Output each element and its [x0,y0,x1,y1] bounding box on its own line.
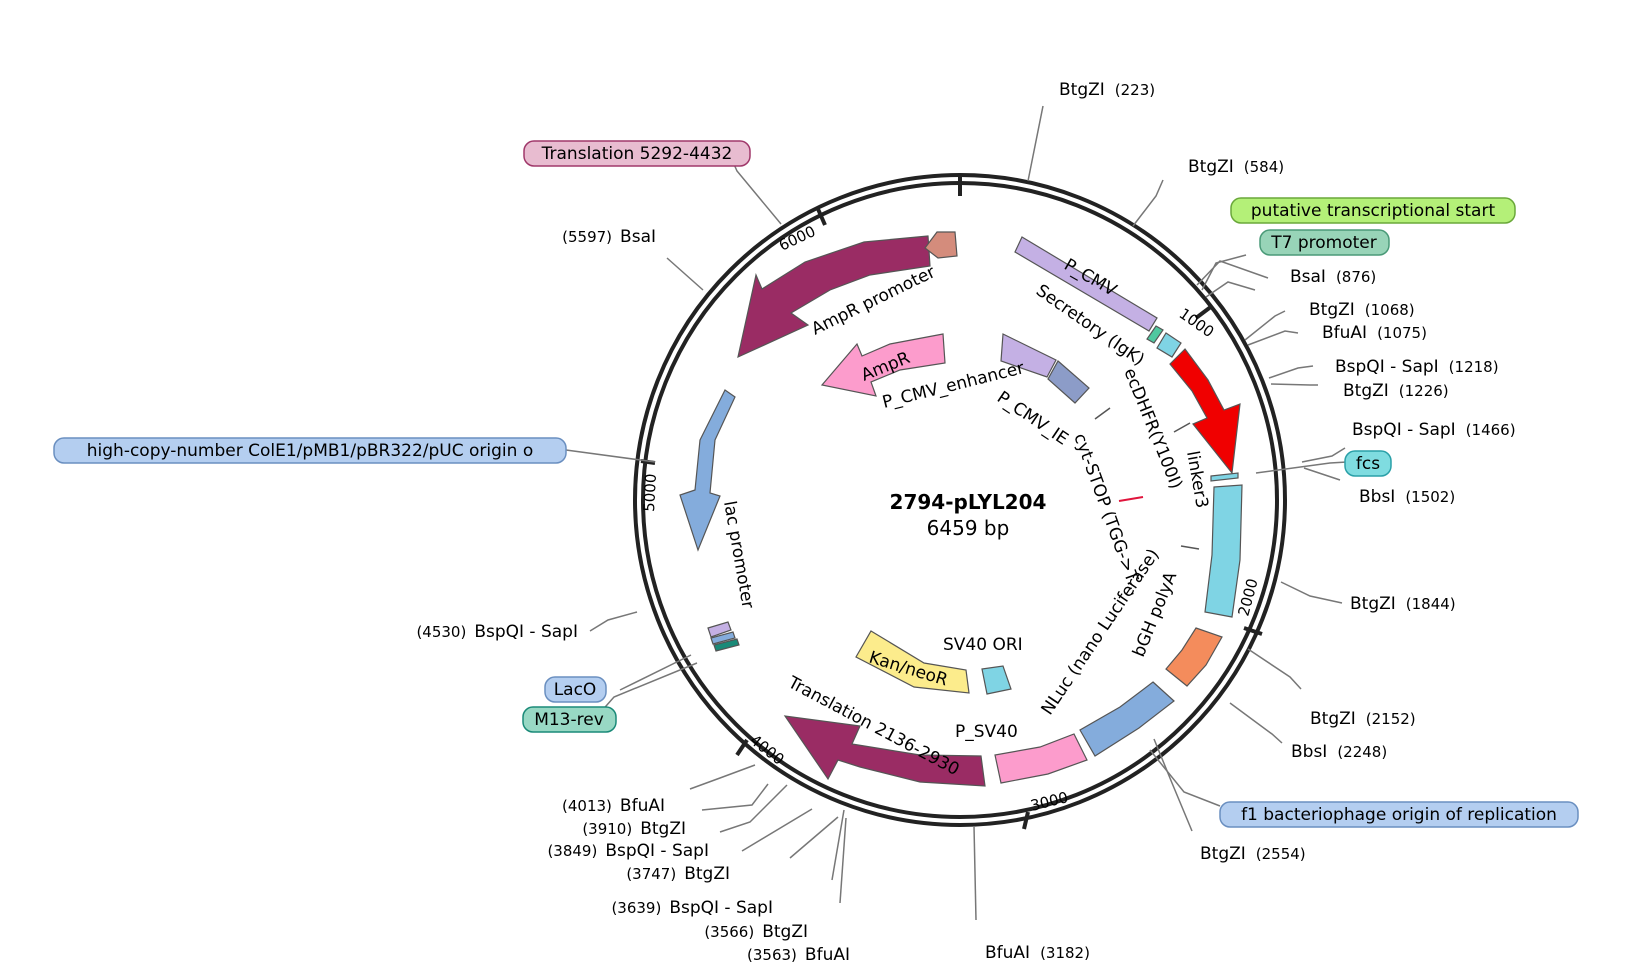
site-btgzi-1844[interactable]: BtgZI(1844) [1350,594,1456,614]
feature-laco[interactable] [707,621,732,638]
site-bspqi-1218[interactable]: BspQI - SapI(1218) [1335,357,1499,377]
site-btgzi-3910[interactable]: (3910)BtgZI [582,819,686,839]
svg-text:Translation 5292-4432: Translation 5292-4432 [541,144,733,164]
feature-ampr-signal[interactable] [924,231,958,259]
boxed-translation-5292-4432[interactable]: Translation 5292-4432 [523,140,751,167]
feature-p-cmv-enhancer[interactable] [1000,333,1057,378]
svg-text:M13-rev: M13-rev [534,710,604,730]
feature-sv40-ori[interactable] [981,665,1012,695]
site-bsai-5597[interactable]: (5597)BsaI [562,227,656,247]
site-btgzi-223[interactable]: BtgZI(223) [1059,80,1155,100]
label-lac-promoter: lac promoter [719,499,758,610]
label-sv40-ori: SV40 ORI [943,635,1023,655]
label-p-cmv-ie: P_CMV_IE [993,388,1071,450]
feature-linker3[interactable] [1204,484,1243,618]
site-bfuai-4013[interactable]: (4013)BfuAI [562,796,665,816]
inner-marker-2 [1173,422,1191,433]
feature-secretory-igk[interactable] [1146,325,1164,344]
feature-nluc[interactable] [1079,681,1175,757]
inner-marker-3 [1180,545,1200,550]
boxed-cole1-origin[interactable]: high-copy-number ColE1/pMB1/pBR322/pUC o… [53,437,567,464]
backbone-ticks [640,175,1263,830]
svg-text:putative transcriptional start: putative transcriptional start [1251,201,1496,221]
feature-p-cmv[interactable] [1014,236,1158,332]
label-linker3: linker3 [1182,449,1212,509]
boxed-labels: Translation 5292-4432 putative transcrip… [53,140,1579,828]
site-btgzi-1068[interactable]: BtgZI(1068) [1309,300,1415,320]
site-bspqi-3849[interactable]: (3849)BspQI - SapI [547,841,709,861]
svg-text:fcs: fcs [1356,454,1380,474]
feature-ampr[interactable] [820,333,946,397]
site-bspqi-1466[interactable]: BspQI - SapI(1466) [1352,420,1516,440]
boxed-laco[interactable]: LacO [544,676,607,703]
tick-label-5000: 5000 [640,473,660,512]
svg-text:T7 promoter: T7 promoter [1270,233,1377,253]
feature-p-sv40[interactable] [994,733,1088,784]
boxed-t7-promoter[interactable]: T7 promoter [1259,229,1390,256]
feature-translation-2136-2930[interactable] [783,715,986,787]
feature-cyt-stop-mark [1118,496,1144,502]
feature-p-cmv-ie[interactable] [1047,360,1090,404]
site-bfuai-3182[interactable]: BfuAI(3182) [985,943,1090,963]
feature-m13-rev[interactable] [713,638,740,652]
feature-lac-promoter[interactable] [679,389,736,552]
boxed-m13-rev[interactable]: M13-rev [522,706,617,733]
feature-kan-neor[interactable] [855,630,970,694]
svg-text:LacO: LacO [554,680,597,700]
site-btgzi-2554[interactable]: BtgZI(2554) [1200,844,1306,864]
site-labels-left: (3563)BfuAI (3566)BtgZI (3639)BspQI - Sa… [416,227,850,965]
leader-lines [565,105,1348,921]
boxed-f1-origin[interactable]: f1 bacteriophage origin of replication [1219,801,1579,828]
svg-text:high-copy-number ColE1/pMB1/pB: high-copy-number ColE1/pMB1/pBR322/pUC o… [87,441,533,461]
boxed-fcs[interactable]: fcs [1344,450,1392,477]
site-btgzi-3566[interactable]: (3566)BtgZI [704,922,808,942]
svg-text:f1 bacteriophage origin of rep: f1 bacteriophage origin of replication [1241,805,1557,825]
feature-linker-small[interactable] [1156,332,1182,358]
site-labels-right: BtgZI(223) BtgZI(584) BsaI(876) BtgZI(10… [985,80,1516,963]
feature-ecdhfr[interactable] [1169,348,1241,475]
site-bfuai-3563[interactable]: (3563)BfuAI [747,945,850,965]
label-ecdhfr: ecDHFR(Y100I) [1119,365,1186,492]
label-cyt-stop: cyt-STOP (TGG->T... [1069,431,1146,598]
plasmid-name: 2794-pLYL204 [890,490,1047,514]
inner-marker-1 [1094,407,1111,420]
boxed-putative-transcriptional-start[interactable]: putative transcriptional start [1230,197,1516,224]
site-bspqi-4530[interactable]: (4530)BspQI - SapI [416,622,578,642]
site-bbsi-2248[interactable]: BbsI(2248) [1291,742,1387,762]
inner-features [820,333,1200,695]
site-bfuai-1075[interactable]: BfuAI(1075) [1322,323,1427,343]
site-btgzi-584[interactable]: BtgZI(584) [1188,157,1284,177]
feature-bgh-polya[interactable] [1165,627,1223,687]
feature-linker3-thin[interactable] [1210,472,1239,482]
site-btgzi-2152[interactable]: BtgZI(2152) [1310,709,1416,729]
label-p-sv40: P_SV40 [955,722,1018,742]
tick-label-1000: 1000 [1176,305,1218,342]
feature-lac-tiny-2[interactable] [710,631,736,645]
feature-ampr-promoter[interactable] [737,235,931,359]
plasmid-length: 6459 bp [927,516,1010,540]
site-btgzi-3747[interactable]: (3747)BtgZI [626,864,730,884]
outer-features [679,231,1243,787]
site-btgzi-1226[interactable]: BtgZI(1226) [1343,381,1449,401]
site-bsai-876[interactable]: BsaI(876) [1290,267,1376,287]
site-bspqi-3639[interactable]: (3639)BspQI - SapI [611,898,773,918]
site-bbsi-1502[interactable]: BbsI(1502) [1359,487,1455,507]
